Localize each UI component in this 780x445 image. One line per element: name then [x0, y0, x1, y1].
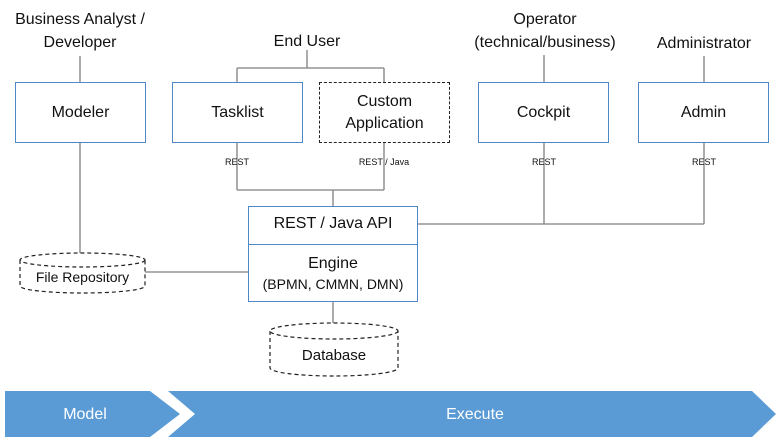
actor-business-analyst: Business Analyst / Developer	[0, 8, 160, 54]
phase-execute-label: Execute	[446, 406, 504, 423]
actor-operator-line-1: Operator	[513, 11, 577, 28]
modeler-label: Modeler	[51, 103, 110, 121]
custom-application-label-line-2: Application	[345, 114, 424, 132]
admin-rest-label: REST	[691, 157, 716, 167]
phase-model-label: Model	[63, 406, 107, 423]
file-repository-label: File Repository	[35, 269, 130, 285]
cockpit-label: Cockpit	[516, 103, 571, 121]
phase-execute-arrow	[168, 391, 776, 437]
engine-box: REST / Java API Engine (BPMN, CMMN, DMN)	[248, 206, 418, 302]
file-repository-cylinder	[19, 252, 146, 294]
actor-administrator: Administrator	[656, 35, 752, 52]
cockpit-box: Cockpit	[478, 82, 609, 143]
engine-divider	[249, 244, 417, 245]
admin-box: Admin	[638, 82, 769, 143]
actor-end-user: End User	[273, 33, 341, 50]
database-label: Database	[301, 347, 367, 364]
custom-rest-java-label: REST / Java	[358, 157, 410, 167]
actor-business-analyst-line-2: Developer	[43, 34, 117, 51]
actor-operator: Operator (technical/business)	[455, 8, 635, 54]
database-cylinder	[269, 322, 399, 377]
modeler-box: Modeler	[15, 82, 146, 143]
tasklist-rest-label: REST	[224, 157, 249, 167]
engine-name-label: Engine	[308, 255, 358, 272]
tasklist-box: Tasklist	[172, 82, 303, 143]
actor-business-analyst-line-1: Business Analyst /	[15, 11, 145, 28]
admin-label: Admin	[680, 103, 727, 121]
tasklist-label: Tasklist	[211, 103, 264, 121]
phase-model-arrow	[5, 391, 180, 437]
engine-types-label: (BPMN, CMMN, DMN)	[262, 276, 404, 292]
custom-application-label-line-1: Custom	[356, 92, 413, 110]
engine-api-label: REST / Java API	[273, 215, 393, 232]
cockpit-rest-label: REST	[531, 157, 556, 167]
actor-operator-line-2: (technical/business)	[474, 34, 616, 51]
custom-application-box: Custom Application	[319, 82, 450, 143]
